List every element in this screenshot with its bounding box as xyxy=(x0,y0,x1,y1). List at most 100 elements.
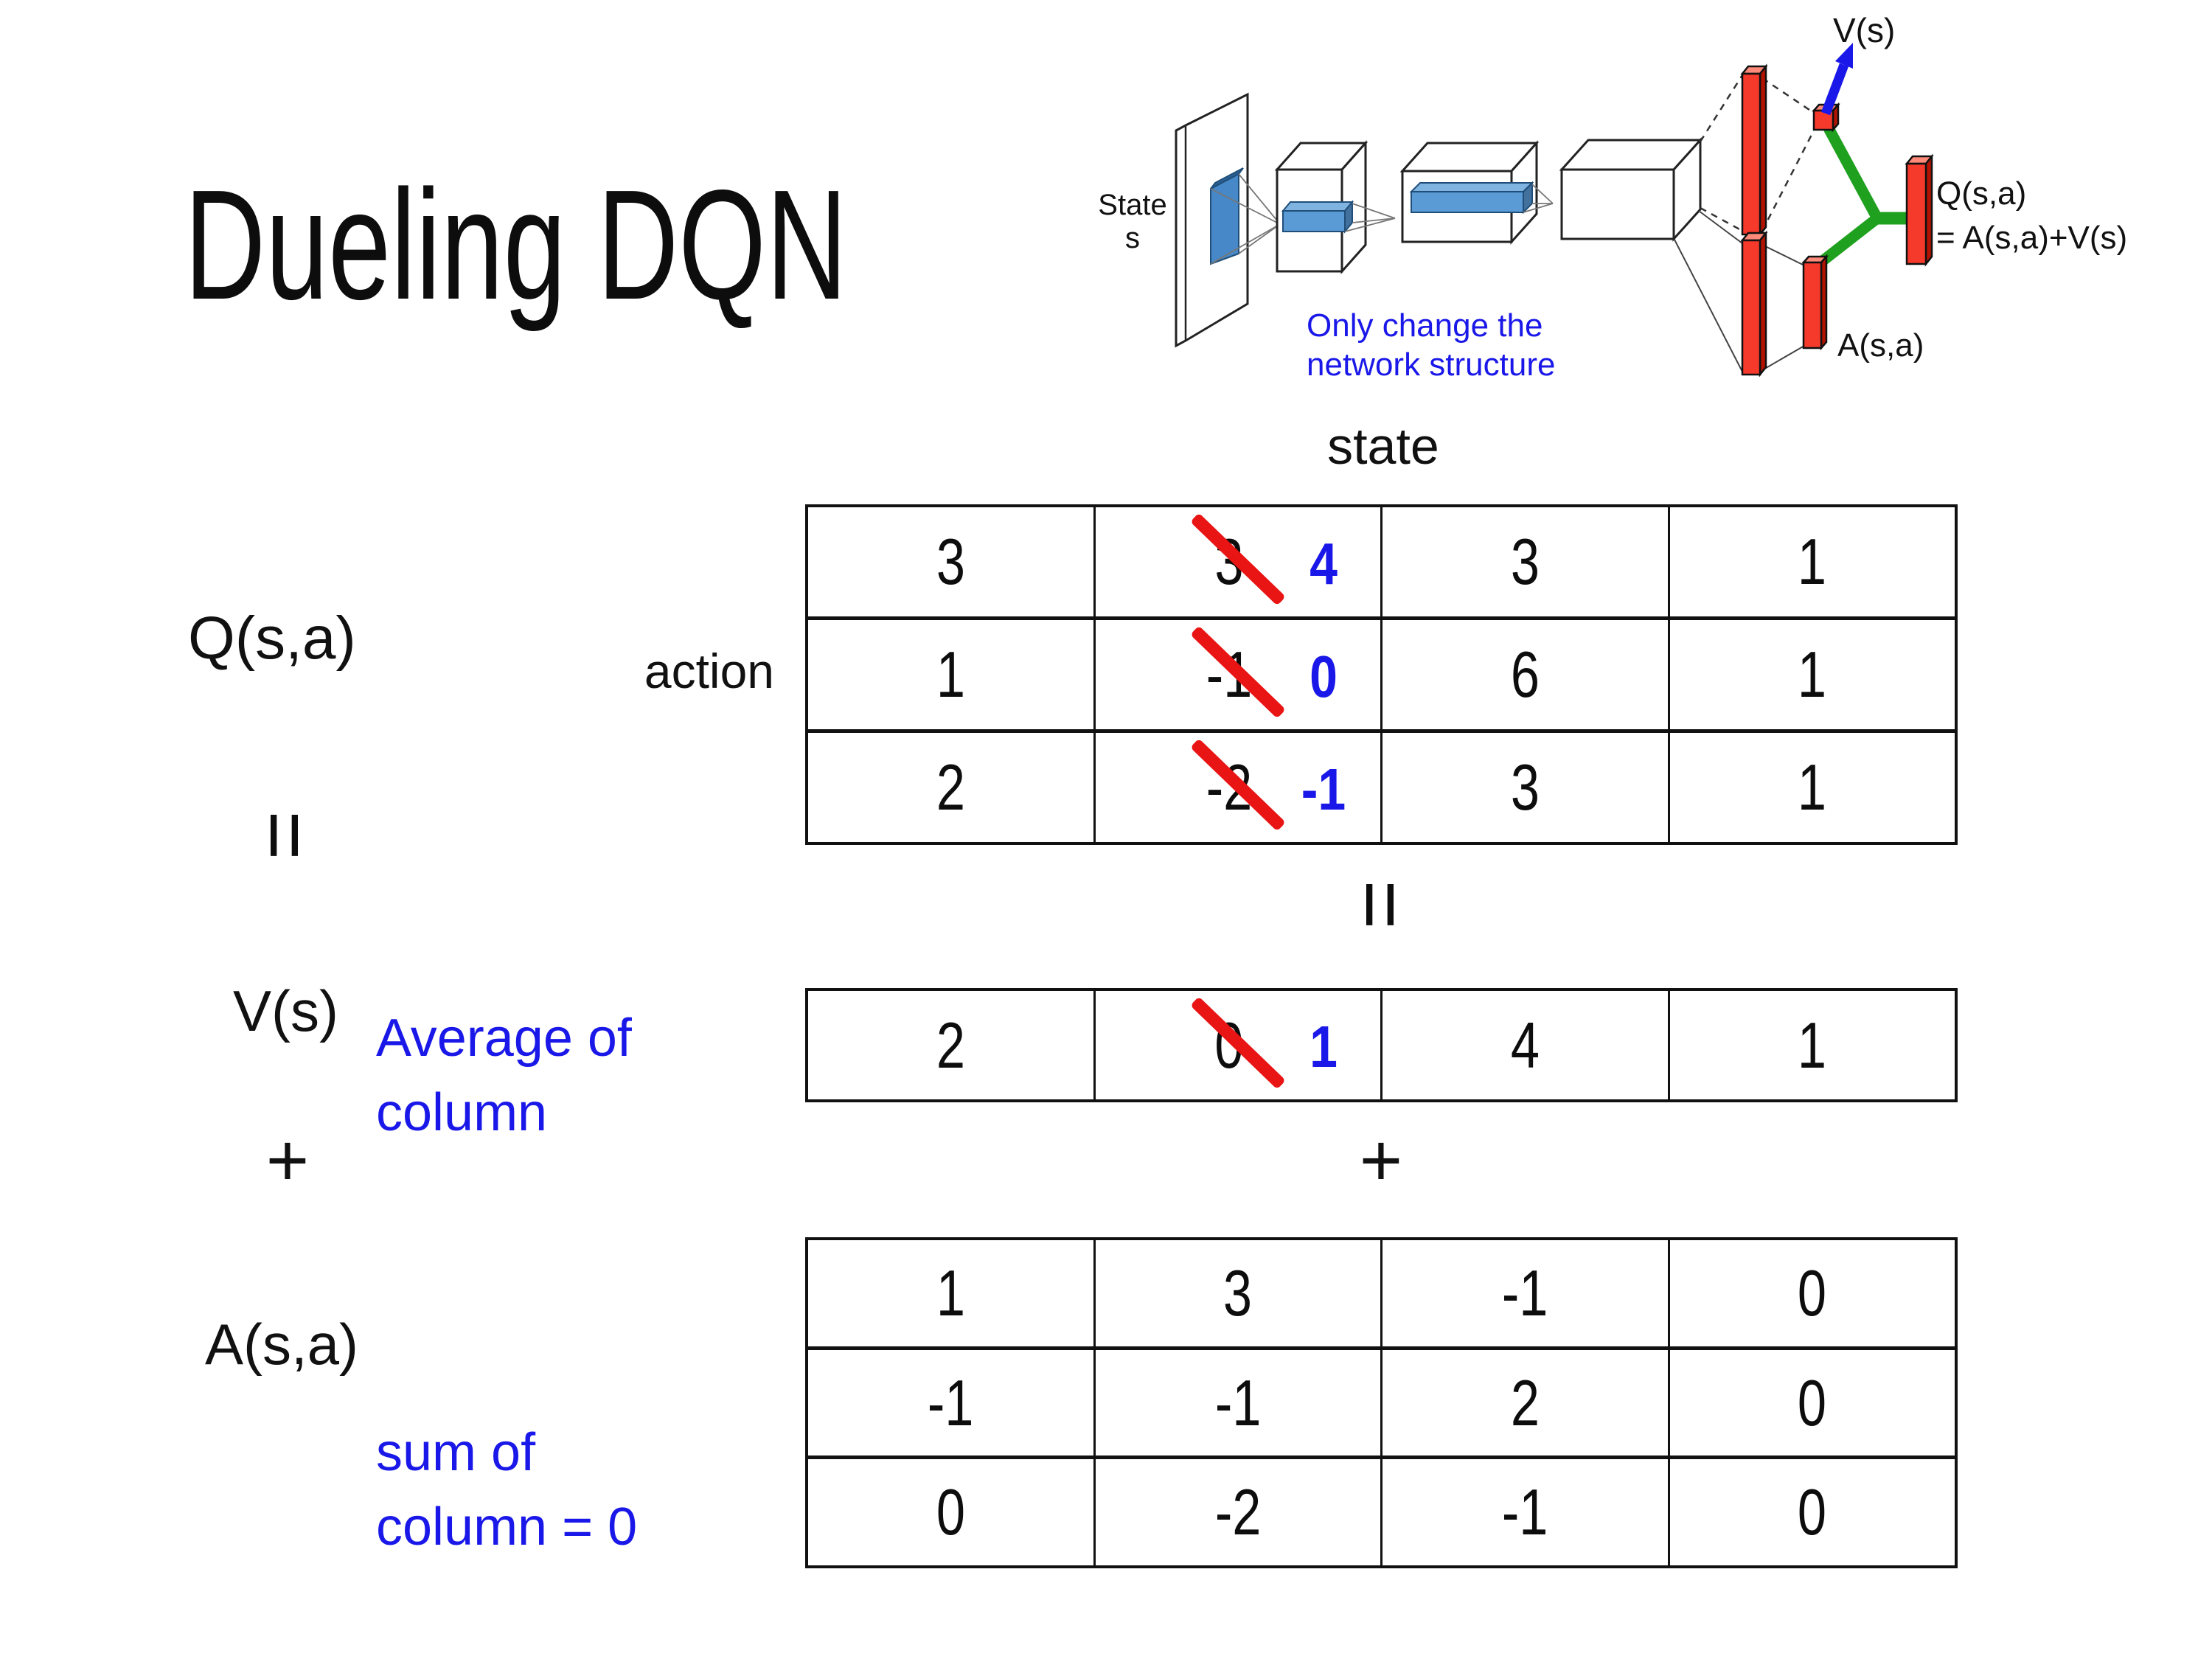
table-cell: -1 xyxy=(1380,1240,1668,1346)
table-cell: 1 xyxy=(1667,991,1955,1099)
q-function-label: Q(s,a) xyxy=(188,605,356,672)
table-cell: -2 xyxy=(1093,1459,1381,1566)
state-axis-label: state xyxy=(1327,417,1439,475)
table-row: 2 -2-1 3 1 xyxy=(808,729,1955,842)
cell-value: -1 xyxy=(1501,1475,1548,1549)
fan-lines-2 xyxy=(1344,203,1396,232)
table-cell: -1 xyxy=(1093,1349,1381,1456)
diagram-q-output-formula: = A(s,a)+V(s) xyxy=(1936,220,2128,256)
cell-value: 1 xyxy=(936,638,965,711)
table-cell: 3 xyxy=(1380,733,1668,842)
q-output-bar xyxy=(1905,153,1934,267)
table-cell: -2-1 xyxy=(1093,733,1381,842)
diagram-state-label: State s xyxy=(1098,189,1167,254)
table-cell: 1 xyxy=(1667,733,1955,842)
cell-value: 3 xyxy=(1510,751,1540,824)
cell-value: 0 xyxy=(1798,1366,1827,1439)
v-function-label: V(s) xyxy=(233,978,338,1043)
slide-title: Dueling DQN xyxy=(184,157,848,332)
plus-left: + xyxy=(265,1119,310,1202)
cell-new-value: -1 xyxy=(1301,756,1346,822)
diagram-q-output-label: Q(s,a) xyxy=(1936,175,2027,212)
table-row: 0 -2 -1 0 xyxy=(808,1455,1955,1566)
a-function-label: A(s,a) xyxy=(205,1312,359,1377)
cell-value: 3 xyxy=(936,525,965,598)
cell-value: -1 xyxy=(1214,1366,1262,1439)
cell-value: 1 xyxy=(1798,525,1827,598)
table-cell: 2 xyxy=(808,991,1093,1099)
fc-box xyxy=(1559,137,1703,242)
table-cell: 2 xyxy=(808,733,1093,842)
table-cell: 1 xyxy=(1667,507,1955,616)
sum-of-column-note: sum of column = 0 xyxy=(376,1423,638,1557)
average-of-column-note: Average of column xyxy=(376,1009,632,1142)
cell-value: 2 xyxy=(1510,1366,1540,1439)
plus-mid: + xyxy=(1359,1119,1403,1202)
cell-value: 3 xyxy=(1223,1256,1253,1329)
cell-value: 2 xyxy=(936,1008,965,1082)
table-cell: 4 xyxy=(1380,991,1668,1099)
hidden-bar-bottom xyxy=(1740,230,1768,378)
table-cell: 1 xyxy=(808,620,1093,729)
table-row: -1 -1 2 0 xyxy=(808,1346,1955,1456)
table-cell: 2 xyxy=(1380,1349,1668,1456)
cell-value: 1 xyxy=(1798,1008,1827,1082)
cell-value: 1 xyxy=(936,1256,965,1329)
a-values-table: 1 3 -1 0 -1 -1 2 0 0 -2 -1 0 xyxy=(805,1237,1958,1568)
table-cell: 0 xyxy=(1667,1459,1955,1566)
diagram-a-output-label: A(s,a) xyxy=(1837,327,1924,364)
a-stream-lines xyxy=(1674,210,1805,372)
cell-value: 3 xyxy=(1510,525,1540,598)
v-stream-dashed-lines xyxy=(1699,74,1815,232)
equals-rotated-mid: = xyxy=(1333,880,1428,930)
table-row: 1 3 -1 0 xyxy=(808,1240,1955,1346)
table-cell: 3 xyxy=(808,507,1093,616)
table-cell: 0 xyxy=(1667,1349,1955,1456)
table-cell: 3 xyxy=(1380,507,1668,616)
feature-slab-1 xyxy=(1281,200,1354,234)
fan-lines-1 xyxy=(1210,173,1281,265)
hidden-bar-top xyxy=(1740,63,1768,237)
table-cell: 1 xyxy=(1667,620,1955,729)
cell-value: 0 xyxy=(1798,1475,1827,1549)
cell-value: 0 xyxy=(1798,1256,1827,1329)
cell-value: 0 xyxy=(936,1475,965,1549)
diagram-note: Only change the network structure xyxy=(1307,307,1556,383)
table-cell: 0 xyxy=(1667,1240,1955,1346)
cell-value: 1 xyxy=(1798,638,1827,711)
cell-new-value: 1 xyxy=(1309,1014,1338,1080)
cell-new-value: 0 xyxy=(1309,643,1338,709)
cell-value: 1 xyxy=(1798,751,1827,824)
fan-lines-3 xyxy=(1523,184,1554,213)
cell-value: -1 xyxy=(1501,1256,1548,1329)
table-cell: -1 xyxy=(1380,1459,1668,1566)
cell-value: 2 xyxy=(936,751,965,824)
cell-value: -2 xyxy=(1214,1475,1262,1549)
equals-rotated-left: = xyxy=(237,810,333,860)
table-cell: 0 xyxy=(808,1459,1093,1565)
combine-green-lines xyxy=(1813,125,1908,270)
network-architecture-diagram xyxy=(1175,43,1934,378)
feature-slab-2 xyxy=(1409,181,1534,215)
table-cell: 1 xyxy=(808,1240,1093,1346)
diagram-v-output-label: V(s) xyxy=(1833,11,1896,49)
v-arrow xyxy=(1820,43,1853,116)
action-axis-label: action xyxy=(644,644,774,698)
cell-value: 6 xyxy=(1510,638,1540,711)
table-cell: 3 xyxy=(1093,1240,1381,1346)
table-cell: -1 xyxy=(808,1350,1093,1456)
table-cell: 6 xyxy=(1380,620,1668,729)
cell-value: -1 xyxy=(927,1366,974,1439)
input-panel xyxy=(1175,92,1249,348)
cell-value: 4 xyxy=(1510,1008,1540,1082)
a-vector-bar xyxy=(1801,254,1829,351)
